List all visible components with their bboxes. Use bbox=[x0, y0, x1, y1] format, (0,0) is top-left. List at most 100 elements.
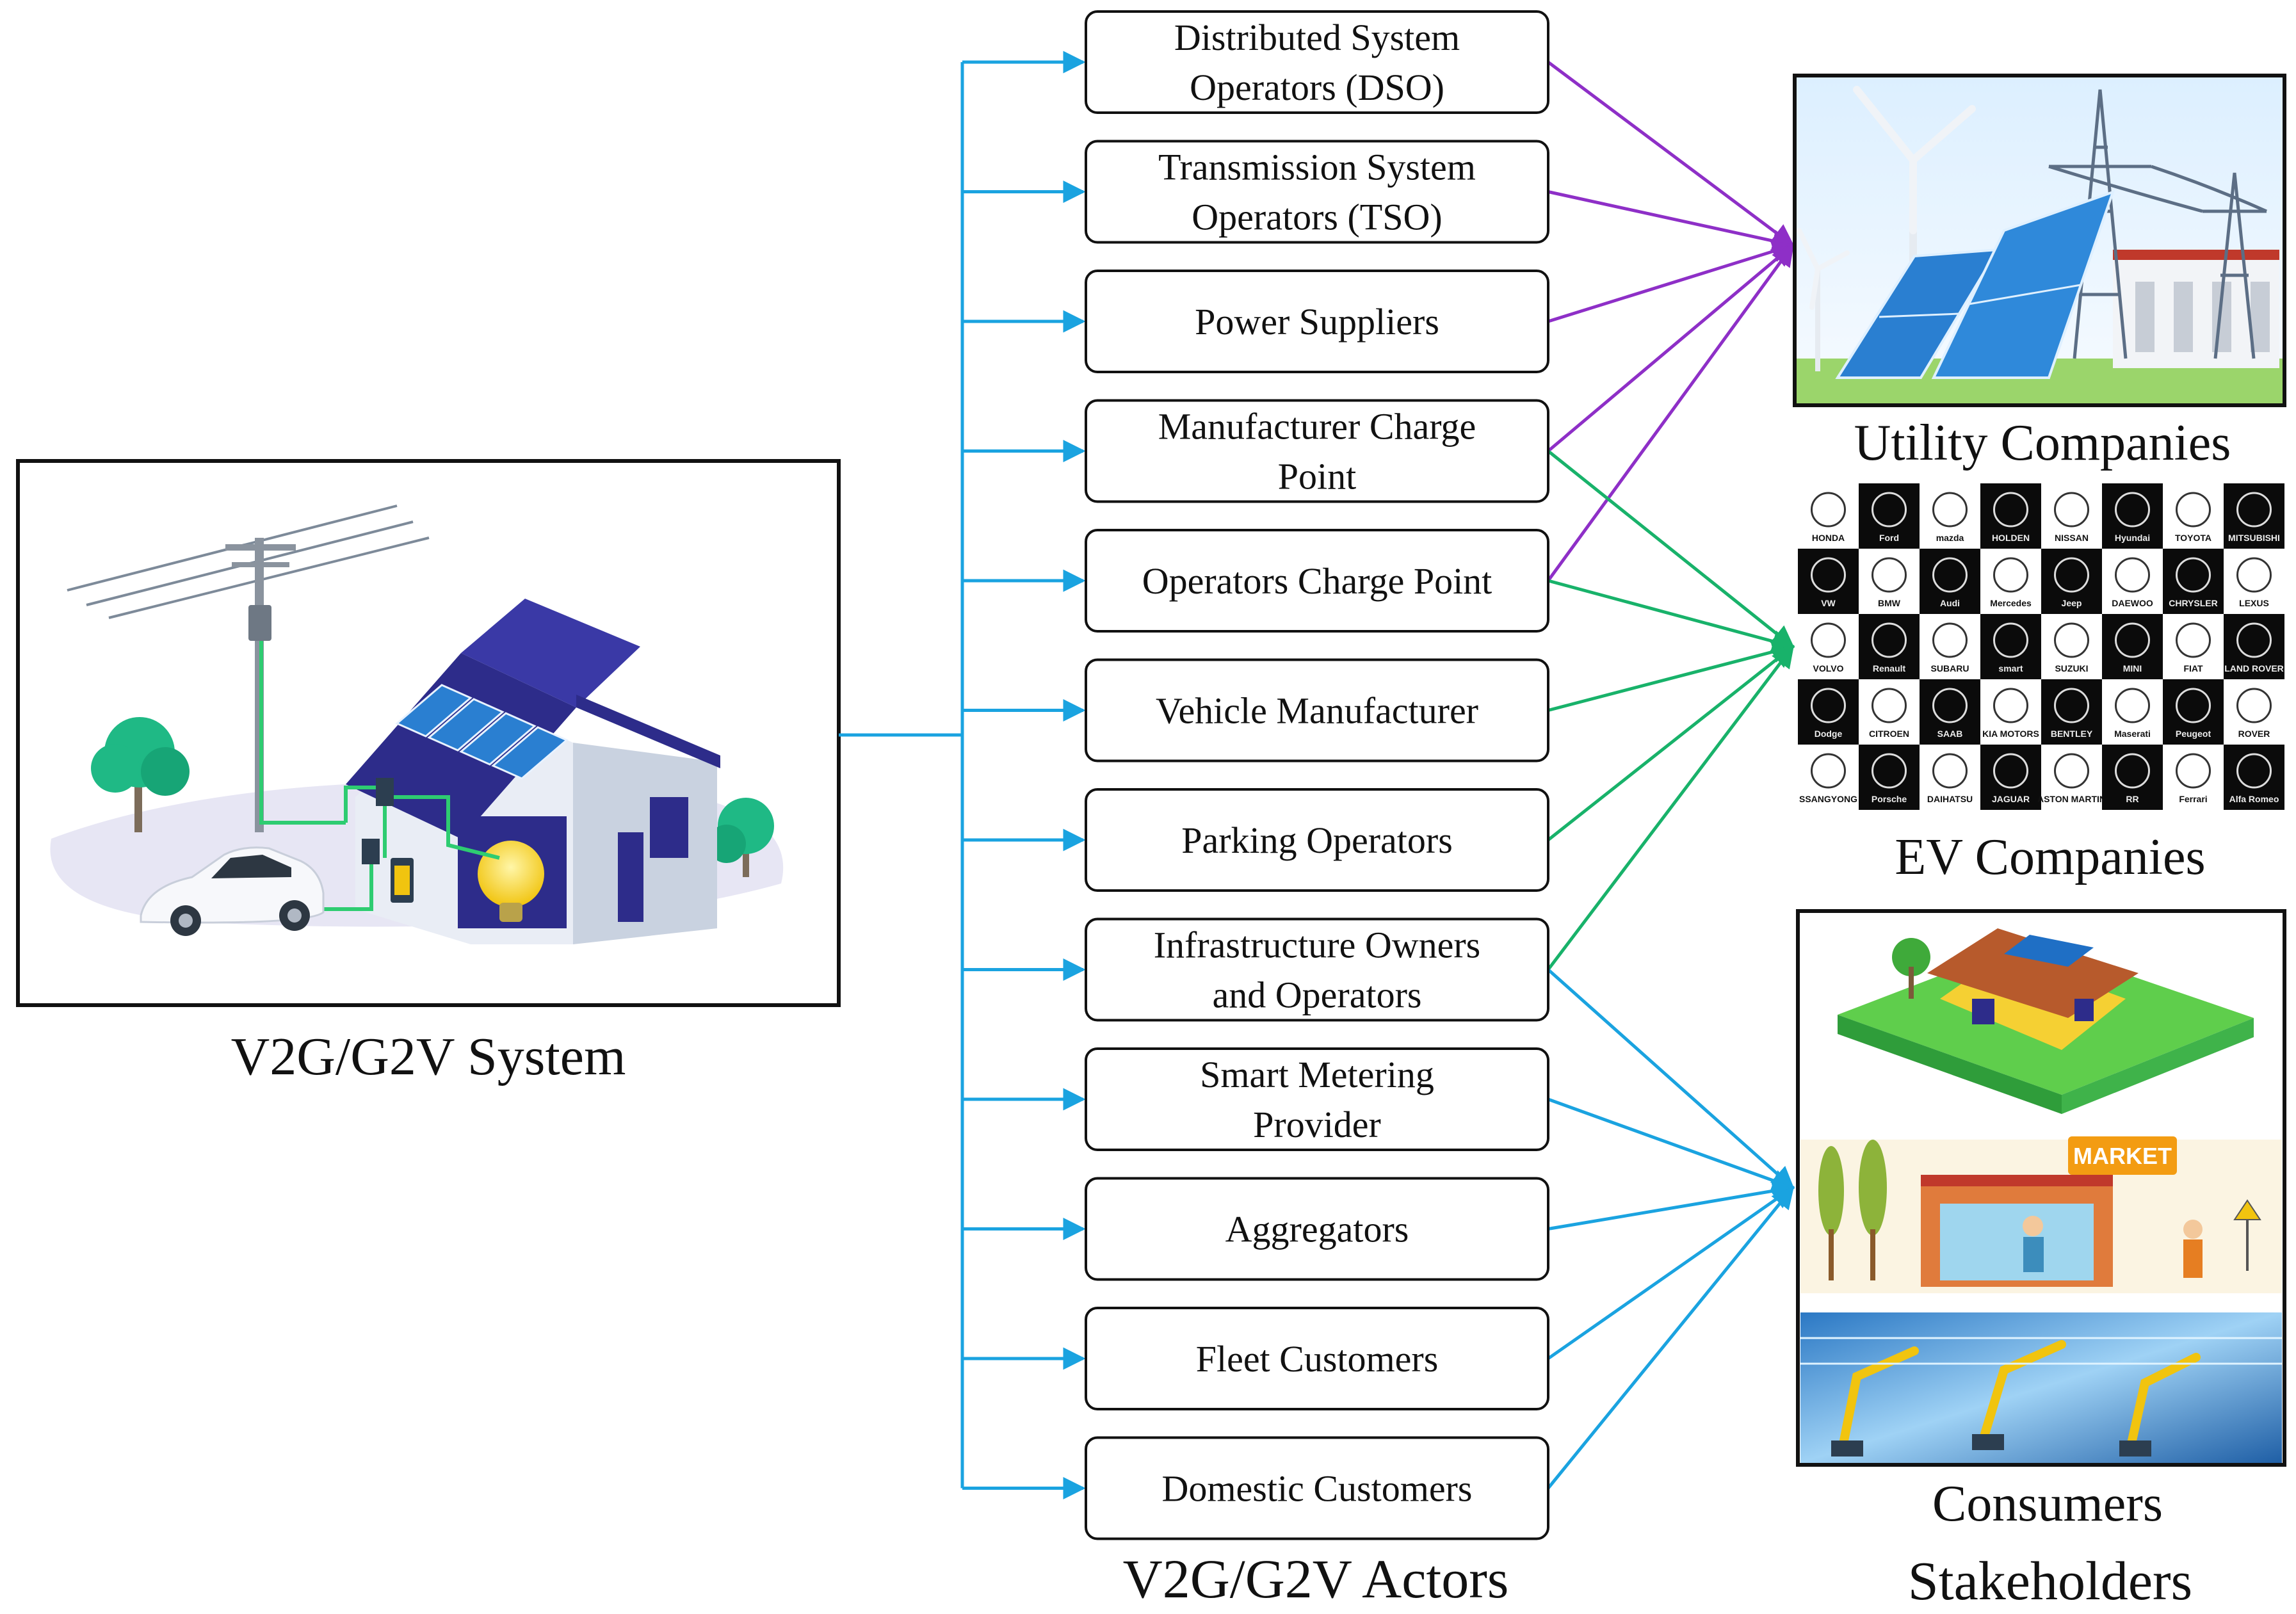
brand-logo-aston-martin: ASTON MARTIN bbox=[2037, 745, 2106, 810]
stakeholders-caption: Stakeholders bbox=[1908, 1550, 2192, 1611]
brand-logo-jaguar: JAGUAR bbox=[1980, 745, 2041, 810]
svg-text:ROVER: ROVER bbox=[2238, 729, 2270, 739]
svg-text:Renault: Renault bbox=[1873, 663, 1906, 674]
brand-logo-holden: HOLDEN bbox=[1980, 483, 2041, 549]
brand-logo-toyota: TOYOTA bbox=[2163, 483, 2224, 549]
brand-logo-ssangyong: SSANGYONG bbox=[1798, 745, 1859, 810]
actor-power-suppliers-box bbox=[1085, 270, 1549, 373]
actor-transmission-system-operators-tso-label: Operators (TSO) bbox=[1192, 197, 1442, 238]
actor-aggregators-box bbox=[1085, 1177, 1549, 1281]
consumers-connector-line bbox=[1547, 968, 1795, 1190]
actor-manufacturer-charge-point-label: Manufacturer Charge bbox=[1158, 406, 1476, 448]
actor-vehicle-manufacturer-label: Vehicle Manufacturer bbox=[1156, 690, 1478, 732]
svg-text:Ferrari: Ferrari bbox=[2179, 794, 2207, 804]
brand-logo-chrysler: CHRYSLER bbox=[2163, 549, 2224, 614]
svg-text:VW: VW bbox=[1821, 598, 1836, 608]
actor-operators-charge-point-box bbox=[1085, 529, 1549, 633]
brand-logo-mini: MINI bbox=[2102, 614, 2163, 679]
brand-logo-peugeot: Peugeot bbox=[2163, 679, 2224, 745]
actor-vehicle-manufacturer-box bbox=[1085, 658, 1549, 763]
factory-robots-icon bbox=[1800, 1312, 2282, 1463]
system-illustration bbox=[16, 459, 841, 1007]
svg-text:CITROEN: CITROEN bbox=[1869, 729, 1909, 739]
actor-power-suppliers: Power Suppliers bbox=[1085, 270, 1549, 373]
ev-caption: EV Companies bbox=[1895, 829, 2205, 885]
utility-connector-line bbox=[1547, 60, 1795, 247]
utility-connector-line bbox=[1548, 190, 1795, 252]
brand-logo-mercedes: Mercedes bbox=[1980, 549, 2041, 614]
brand-logo-mitsubishi: MITSUBISHI bbox=[2224, 483, 2284, 549]
actor-distributed-system-operators-dso-label: Operators (DSO) bbox=[1190, 67, 1444, 108]
ev-connector-line bbox=[1547, 645, 1795, 971]
brand-logo-hyundai: Hyundai bbox=[2102, 483, 2163, 549]
brand-logo-nissan: NISSAN bbox=[2041, 483, 2102, 549]
svg-text:DAIHATSU: DAIHATSU bbox=[1927, 794, 1973, 804]
actor-infrastructure-owners-and-operators-label: Infrastructure Owners bbox=[1154, 924, 1481, 966]
actor-vehicle-manufacturer: Vehicle Manufacturer bbox=[1085, 658, 1549, 763]
actor-distributed-system-operators-dso-box bbox=[1085, 10, 1549, 114]
market-sign: MARKET bbox=[2073, 1143, 2172, 1169]
actor-smart-metering-provider-box bbox=[1085, 1047, 1549, 1151]
brand-logo-jeep: Jeep bbox=[2041, 549, 2102, 614]
svg-text:Audi: Audi bbox=[1940, 598, 1960, 608]
brand-logo-suzuki: SUZUKI bbox=[2041, 614, 2102, 679]
utility-companies-image bbox=[1793, 74, 2286, 407]
svg-text:RR: RR bbox=[2126, 794, 2138, 804]
svg-text:Hyundai: Hyundai bbox=[2115, 533, 2150, 543]
svg-text:TOYOTA: TOYOTA bbox=[2175, 533, 2211, 543]
svg-text:FIAT: FIAT bbox=[2183, 663, 2203, 674]
actor-transmission-system-operators-tso-label: Transmission System bbox=[1158, 147, 1476, 188]
house-window-2 bbox=[618, 832, 643, 922]
svg-text:Maserati: Maserati bbox=[2114, 729, 2151, 739]
actor-domestic-customers: Domestic Customers bbox=[1085, 1436, 1549, 1540]
svg-text:smart: smart bbox=[1998, 663, 2023, 674]
stakeholder-lines bbox=[1546, 60, 1795, 1490]
actor-power-suppliers-label: Power Suppliers bbox=[1195, 301, 1439, 343]
ev-connector-line bbox=[1548, 579, 1795, 652]
brand-logo-subaru: SUBARU bbox=[1920, 614, 1980, 679]
brand-logo-vw: VW bbox=[1798, 549, 1859, 614]
svg-text:Alfa Romeo: Alfa Romeo bbox=[2229, 794, 2279, 804]
brand-logo-kia-motors: KIA MOTORS bbox=[1980, 679, 2041, 745]
utility-caption: Utility Companies bbox=[1854, 415, 2231, 471]
svg-text:Mercedes: Mercedes bbox=[1990, 598, 2032, 608]
brand-logo-renault: Renault bbox=[1859, 614, 1920, 679]
svg-text:ASTON MARTIN: ASTON MARTIN bbox=[2037, 794, 2106, 804]
brand-logo-daihatsu: DAIHATSU bbox=[1920, 745, 1980, 810]
svg-text:CHRYSLER: CHRYSLER bbox=[2169, 598, 2218, 608]
market-store-icon: MARKET bbox=[1800, 1136, 2282, 1293]
brand-logo-mazda: mazda bbox=[1920, 483, 1980, 549]
svg-text:NISSAN: NISSAN bbox=[2055, 533, 2089, 543]
svg-text:Dodge: Dodge bbox=[1815, 729, 1843, 739]
brand-logo-smart: smart bbox=[1980, 614, 2041, 679]
actor-parking-operators-box bbox=[1085, 788, 1549, 892]
light-bulb-icon bbox=[478, 841, 544, 907]
actor-manufacturer-charge-point-box bbox=[1085, 399, 1549, 503]
svg-text:JAGUAR: JAGUAR bbox=[1992, 794, 2030, 804]
actor-smart-metering-provider-label: Smart Metering bbox=[1200, 1054, 1434, 1095]
brand-logo-honda: HONDA bbox=[1798, 483, 1859, 549]
electric-car-icon bbox=[140, 846, 325, 936]
svg-text:DAEWOO: DAEWOO bbox=[2112, 598, 2153, 608]
svg-text:SUBARU: SUBARU bbox=[1931, 663, 1969, 674]
actor-operators-charge-point-label: Operators Charge Point bbox=[1142, 560, 1492, 602]
svg-text:Jeep: Jeep bbox=[2062, 598, 2082, 608]
brand-logo-maserati: Maserati bbox=[2102, 679, 2163, 745]
brand-logo-porsche: Porsche bbox=[1859, 745, 1920, 810]
svg-text:LEXUS: LEXUS bbox=[2239, 598, 2269, 608]
brand-logo-rover: ROVER bbox=[2224, 679, 2284, 745]
svg-text:BENTLEY: BENTLEY bbox=[2051, 729, 2093, 739]
brand-logo-rr: RR bbox=[2102, 745, 2163, 810]
utility-connector-line bbox=[1547, 243, 1795, 453]
svg-text:SSANGYONG: SSANGYONG bbox=[1799, 794, 1857, 804]
consumers-connector-line bbox=[1547, 1186, 1795, 1490]
solar-panels-icon bbox=[1835, 190, 2115, 379]
svg-text:mazda: mazda bbox=[1936, 533, 1964, 543]
svg-text:BMW: BMW bbox=[1878, 598, 1901, 608]
consumers-connector-line bbox=[1548, 1097, 1795, 1191]
svg-text:MITSUBISHI: MITSUBISHI bbox=[2228, 533, 2280, 543]
svg-text:Porsche: Porsche bbox=[1872, 794, 1907, 804]
